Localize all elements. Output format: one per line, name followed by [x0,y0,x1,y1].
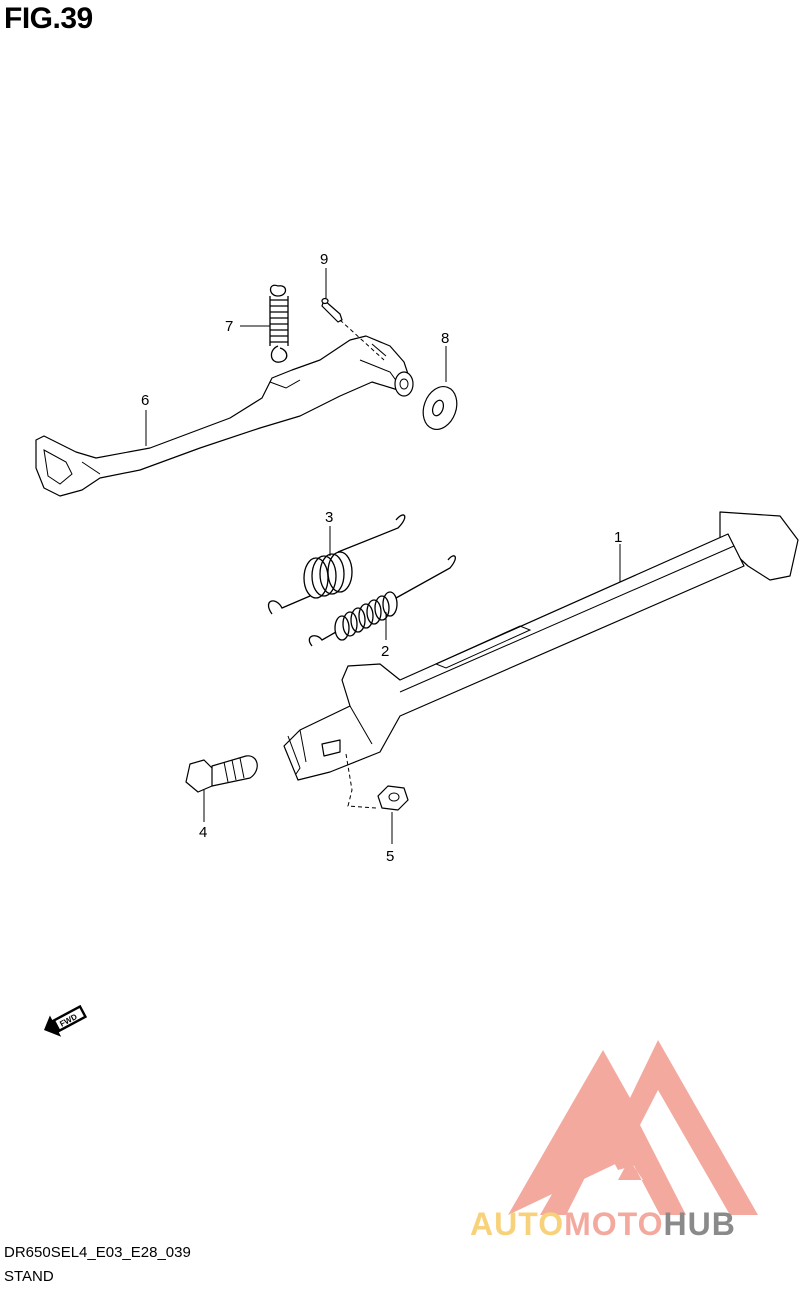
watermark-auto: AUTO [470,1206,565,1242]
part-1-side-stand[interactable] [283,511,799,809]
diagram-caption: STAND [4,1268,54,1285]
watermark-moto: MOTO [564,1206,664,1242]
fwd-arrow-icon: FWD [44,1004,88,1037]
part-2-spring[interactable] [308,555,456,647]
callout-5: 5 [386,848,394,865]
part-7-spring[interactable] [269,284,289,363]
part-6-stand-bracket[interactable] [35,335,414,497]
watermark-brand: AUTOMOTOHUB [470,1206,736,1243]
part-9-cotter-pin[interactable] [321,297,385,361]
callout-1: 1 [614,529,622,546]
part-8-washer[interactable] [417,382,462,434]
callout-9: 9 [320,251,328,268]
callout-6: 6 [141,392,149,409]
diagram-code: DR650SEL4_E03_E28_039 [4,1244,191,1261]
callout-4: 4 [199,824,207,841]
callout-2: 2 [381,643,389,660]
part-4-bolt[interactable] [185,755,258,793]
callout-3: 3 [325,509,333,526]
watermark-hub: HUB [663,1206,736,1242]
watermark-logo [508,1040,758,1215]
figure-title: FIG.39 [4,2,93,35]
leader-lines [145,268,621,844]
callout-7: 7 [225,318,233,335]
part-3-spring[interactable] [267,514,406,615]
callout-8: 8 [441,330,449,347]
part-5-nut[interactable] [377,785,409,811]
